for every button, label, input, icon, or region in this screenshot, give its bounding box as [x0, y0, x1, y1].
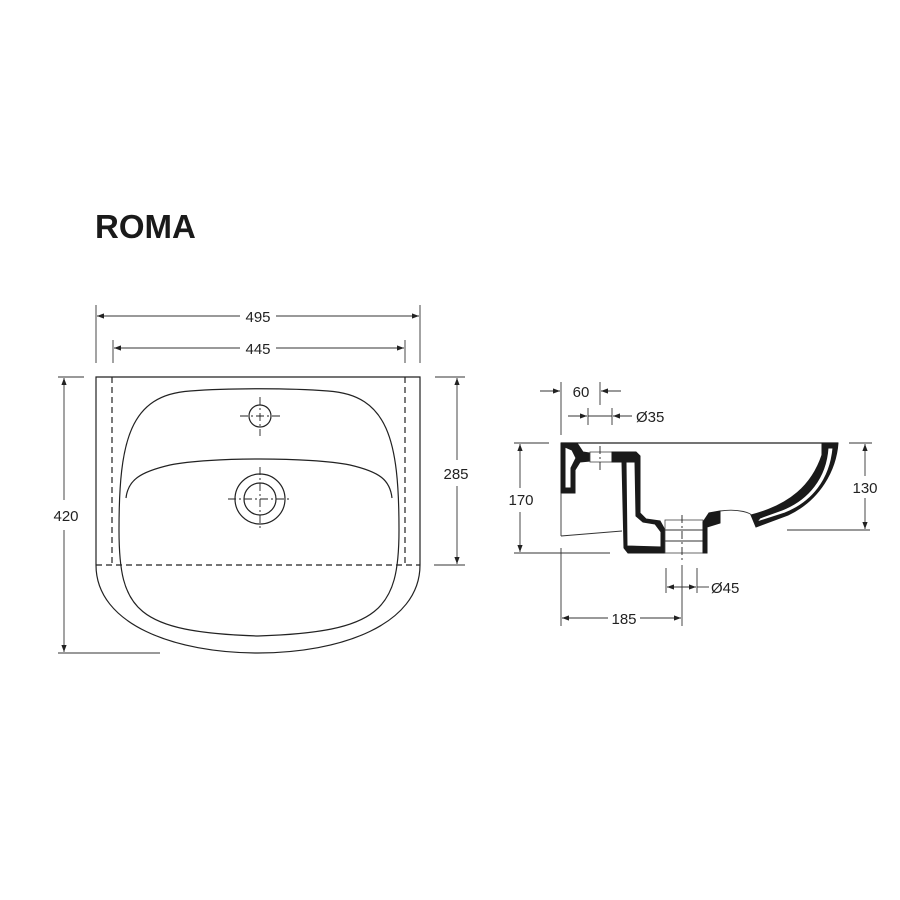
basin-outline — [95, 376, 421, 654]
dimension-60: 60 — [540, 382, 621, 435]
dimension-170: 170 — [508, 442, 610, 554]
product-title: ROMA — [95, 208, 196, 245]
dimension-130: 130 — [849, 442, 878, 529]
front-wall-section — [750, 442, 839, 528]
dimension-420: 420 — [53, 376, 160, 654]
dimension-label: 495 — [245, 309, 270, 326]
dimension-495: 495 — [95, 305, 421, 363]
dimension-445: 445 — [112, 340, 406, 363]
dimension-label: 285 — [443, 466, 468, 483]
dimension-label: 170 — [508, 492, 533, 509]
dimension-label: 60 — [573, 384, 590, 401]
bowl-wall-section — [611, 451, 666, 554]
dimension-label: 130 — [852, 480, 877, 497]
dimension-diameter-45: Ø45 — [665, 568, 739, 597]
bowl-outline — [118, 388, 400, 637]
waste-outlet — [664, 515, 704, 563]
dimension-285: 285 — [434, 376, 469, 566]
dimension-185: 185 — [560, 548, 683, 628]
side-view: 60 Ø35 170 130 — [508, 382, 878, 628]
tap-hole — [240, 397, 280, 436]
top-view: 495 445 420 285 — [53, 305, 469, 654]
rear-wall-section — [560, 442, 591, 494]
dimension-label: 445 — [245, 341, 270, 358]
dimension-diameter-35: Ø35 — [568, 408, 664, 426]
dimension-label: 420 — [53, 508, 78, 525]
dimension-label: Ø45 — [711, 580, 739, 597]
waste-hole — [228, 467, 292, 531]
bowl-ridge — [125, 458, 393, 499]
dimension-label: Ø35 — [636, 409, 664, 426]
dimension-label: 185 — [611, 611, 636, 628]
